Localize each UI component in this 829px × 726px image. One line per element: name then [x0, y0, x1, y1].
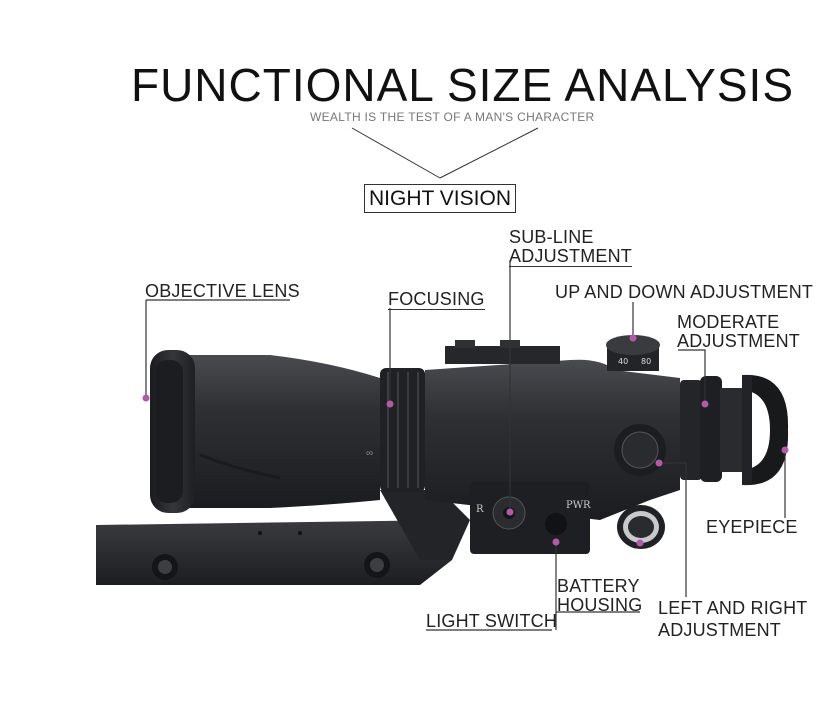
product-type-badge: NIGHT VISION: [364, 184, 516, 213]
subtitle-chevron: [351, 127, 539, 179]
callout-markers: [142, 334, 789, 547]
label-battery-1: BATTERY: [557, 576, 640, 596]
leader-lines: [145, 262, 786, 631]
callout-dot: [506, 508, 514, 516]
page-subtitle: WEALTH IS THE TEST OF A MAN'S CHARACTER: [310, 110, 595, 124]
focus-ring: [380, 368, 425, 492]
mounting-rail: [96, 490, 470, 585]
callout-dot: [552, 538, 560, 546]
dial-mark-b: 80: [641, 357, 651, 366]
callout-dot: [636, 539, 644, 547]
label-eyepiece: EYEPIECE: [706, 517, 798, 537]
eyepiece-assembly: [680, 374, 789, 486]
callout-dot: [781, 446, 789, 454]
rail-screw: [152, 554, 178, 580]
label-focusing: FOCUSING: [388, 289, 485, 310]
pwr-marking: PWR: [566, 500, 591, 511]
label-moderate-1: MODERATE: [677, 312, 780, 332]
rail-screw: [364, 552, 390, 578]
main-body: [425, 340, 680, 520]
elevation-turret: 40 80: [606, 335, 660, 371]
r-marking: R: [476, 504, 484, 515]
label-sub-line-2: ADJUSTMENT: [509, 246, 632, 267]
label-sub-line-1: SUB-LINE: [509, 227, 594, 247]
control-panel: PWR R: [470, 482, 591, 554]
objective-tube: [150, 350, 380, 513]
label-moderate-2: ADJUSTMENT: [677, 331, 800, 351]
dial-mark-a: 40: [618, 357, 628, 366]
label-light-switch: LIGHT SWITCH: [426, 611, 558, 631]
label-up-down: UP AND DOWN ADJUSTMENT: [555, 282, 814, 302]
label-objective-lens: OBJECTIVE LENS: [145, 281, 300, 301]
callout-dot: [655, 459, 663, 467]
label-battery-2: HOUSING: [557, 595, 643, 615]
leader-line: [678, 349, 706, 404]
callout-dot: [701, 400, 709, 408]
infinity-marking: ∞: [366, 448, 374, 459]
callout-dot: [629, 334, 637, 342]
leader-line: [659, 462, 687, 597]
page-title: FUNCTIONAL SIZE ANALYSIS: [130, 59, 795, 111]
callout-dot: [142, 394, 150, 402]
windage-knob: [614, 424, 666, 476]
battery-cap: [617, 505, 665, 549]
callout-dot: [386, 400, 394, 408]
label-left-right-2: ADJUSTMENT: [658, 620, 781, 640]
label-left-right-1: LEFT AND RIGHT: [658, 598, 808, 618]
